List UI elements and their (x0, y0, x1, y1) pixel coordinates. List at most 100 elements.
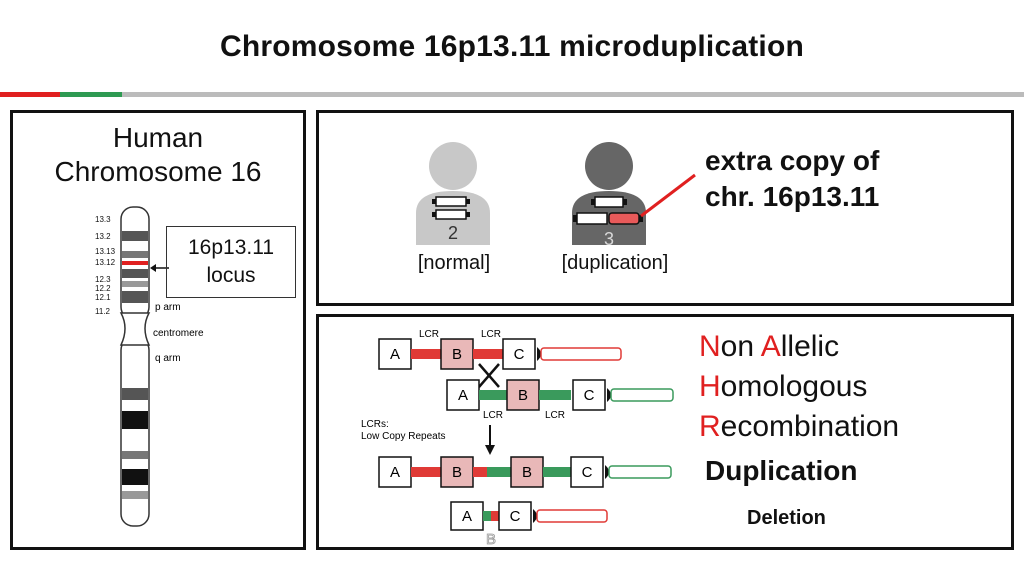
row1-lcr-label: LCR (419, 329, 439, 340)
row4-segment-a (450, 501, 484, 531)
chromosome-panel: Human Chromosome 16 13.3 13.2 13.13 13.1… (10, 110, 306, 550)
centromere-label: centromere (153, 328, 204, 339)
row4-tail (536, 509, 608, 523)
copy-number-panel: 2 3 [normal] [duplication] extra copy of… (316, 110, 1014, 306)
row1-centromere (537, 347, 541, 361)
chromosome-centromere-shape (119, 312, 151, 346)
row2-lcr-2 (539, 390, 571, 400)
nahr-line-recombination: Recombination (699, 407, 899, 447)
dup-chromosome-copy-1 (594, 196, 624, 208)
locus-label-line2: locus (206, 264, 256, 287)
row1-lcr-2 (473, 349, 503, 359)
row4-missing-b-label: B (486, 531, 496, 547)
row4-c-label: C (510, 508, 521, 525)
locus-pointer-arrowhead (150, 264, 156, 272)
dup-copy-1-end (591, 199, 595, 205)
dup-copy-1-end (623, 199, 627, 205)
dup-extra-copy-end (639, 215, 643, 222)
row2-b-label: B (518, 387, 528, 404)
extra-copy-line2: chr. 16p13.11 (705, 181, 880, 212)
deletion-result-label: Deletion (747, 507, 826, 529)
band-q-5 (122, 491, 148, 499)
normal-copy-1-end (432, 199, 436, 204)
band-label: 13.2 (95, 232, 111, 241)
normal-chromosome-copy-1 (435, 196, 467, 207)
row2-green-chromosome: A B C LCR LCR (446, 379, 674, 421)
nahr-a-initial: A (760, 330, 781, 363)
row3-lcr-2-red (473, 467, 487, 477)
normal-copy-2-end (432, 212, 436, 217)
row1-tail (540, 347, 622, 361)
row4-deletion-product: A C B (450, 501, 608, 547)
crossover-line-2 (478, 363, 500, 388)
row3-lcr-3 (543, 467, 571, 477)
band-label: 13.12 (95, 258, 116, 267)
copy-number-figures: 2 3 (416, 142, 696, 249)
chromosome-title: Human Chromosome 16 (13, 121, 303, 189)
band-13-12-locus (122, 261, 148, 265)
dup-person-head (585, 142, 633, 190)
row2-centromere (607, 388, 611, 402)
band-label: 12.3 (95, 275, 111, 284)
nahr-line-homologous: Homologous (699, 367, 899, 407)
row2-segment-a (446, 379, 480, 411)
result-arrow-head (485, 445, 495, 455)
row4-centromere (533, 509, 537, 523)
normal-copy-2-end (466, 212, 470, 217)
dup-extra-copy (608, 212, 640, 225)
lcr-note-line2: Low Copy Repeats (361, 431, 446, 442)
row1-segment-c (502, 338, 536, 370)
row2-tail (610, 388, 674, 402)
nahr-r-rest: ecombination (720, 410, 900, 443)
nahr-n-initial: N (699, 330, 721, 363)
normal-chromosome-copy-2 (435, 209, 467, 220)
row4-lcr-green (483, 511, 491, 521)
band-13-13 (122, 251, 148, 258)
dup-copy-2-end (573, 215, 577, 222)
dup-chromosome-copy-2 (576, 212, 608, 225)
title-rule-gray (122, 92, 1024, 97)
row3-segment-a (378, 456, 412, 488)
row3-duplication-product: A B B C (378, 456, 672, 488)
normal-copy-count: 2 (448, 223, 458, 243)
nahr-panel: A B C LCR LCR A B C LCR LCR LCRs: Low Co… (316, 314, 1014, 550)
nahr-a-rest: llelic (780, 330, 840, 363)
band-12-3 (122, 269, 148, 278)
row2-lcr-1 (479, 390, 507, 400)
chromosome-ideogram: 13.3 13.2 13.13 13.12 12.3 12.2 12.1 11.… (95, 206, 204, 527)
band-label: 13.13 (95, 247, 116, 256)
row2-segment-b (506, 379, 540, 411)
band-label: 11.2 (95, 307, 111, 316)
row3-tail (608, 465, 672, 479)
duplication-result-label: Duplication (705, 455, 858, 486)
normal-person-head (429, 142, 477, 190)
slide-title: Chromosome 16p13.11 microduplication (219, 30, 805, 63)
band-13-2 (122, 231, 148, 241)
nahr-acronym: Non Allelic Homologous Recombination (699, 327, 899, 447)
row3-b2-label: B (522, 464, 532, 481)
row4-lcr-red (491, 511, 499, 521)
locus-label-line1: 16p13.11 (187, 236, 275, 259)
band-12-2 (122, 281, 148, 287)
normal-copy-1-end (466, 199, 470, 204)
chromosome-title-line1: Human (112, 122, 204, 153)
row1-b-label: B (452, 346, 462, 363)
p-arm-label: p arm (155, 302, 181, 313)
band-q-2 (122, 411, 148, 429)
row2-a-label: A (458, 387, 468, 404)
nahr-diagram: A B C LCR LCR A B C LCR LCR LCRs: Low Co… (361, 329, 674, 547)
nahr-h-initial: H (699, 370, 721, 403)
chromosome-title-line2: Chromosome 16 (54, 156, 262, 187)
row3-centromere (605, 465, 609, 479)
title-rule-red (0, 92, 60, 97)
row4-a-label: A (462, 508, 472, 525)
nahr-r-initial: R (699, 410, 721, 443)
band-labels: 13.3 13.2 13.13 13.12 12.3 12.2 12.1 11.… (95, 215, 116, 316)
nahr-line-non-allelic: Non Allelic (699, 327, 899, 367)
band-q-1 (122, 388, 148, 400)
extra-copy-line1: extra copy of (705, 145, 880, 176)
row1-lcr-label: LCR (481, 329, 501, 340)
row2-segment-c (572, 379, 606, 411)
locus-callout-box: 16p13.11 locus (166, 226, 296, 298)
band-q-4 (122, 469, 148, 485)
